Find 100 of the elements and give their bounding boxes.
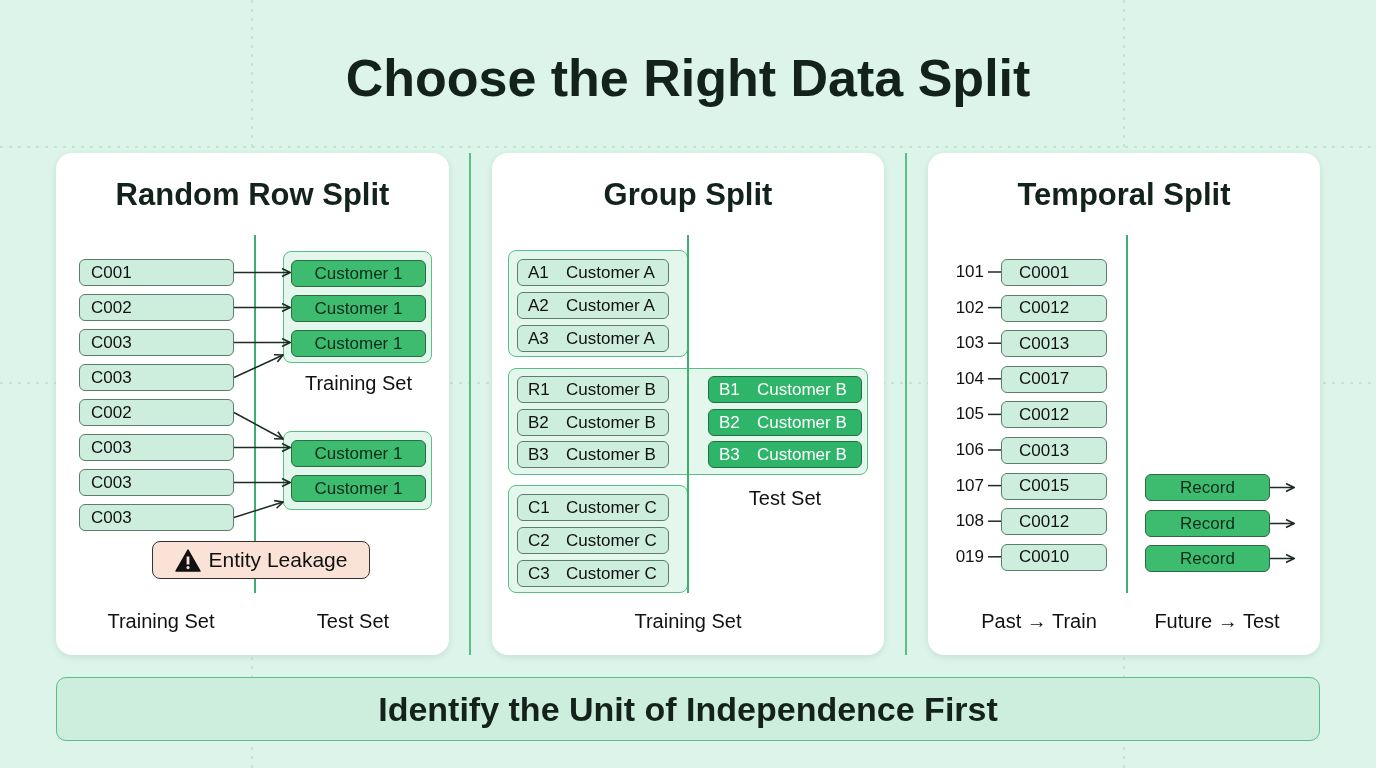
connector-line: [987, 449, 1002, 451]
record-row: C0013: [1001, 330, 1107, 358]
set-label: Test Set: [748, 486, 822, 510]
arrow: [233, 302, 291, 313]
record-row: [517, 259, 669, 286]
timestamp-label: 101: [940, 261, 988, 283]
record-id: B3: [528, 444, 550, 465]
record-id: R1: [528, 379, 551, 400]
record-id: A3: [528, 328, 550, 349]
timestamp-label: 102: [940, 296, 988, 319]
connector-line: [987, 271, 1002, 273]
connector-line: [987, 556, 1002, 558]
customer-name: Customer B: [757, 379, 847, 400]
record-id: C2: [528, 530, 551, 551]
customer-name: Customer C: [566, 530, 657, 551]
test-record-row: [708, 376, 862, 403]
set-label: Training Set: [107, 609, 215, 633]
customer-row: Customer 1: [291, 475, 426, 502]
record-row: [517, 325, 669, 352]
record-row: [517, 560, 669, 587]
record-row: [517, 409, 669, 436]
customer-row: Customer 1: [291, 440, 426, 467]
panel-heading: Random Row Split: [114, 177, 391, 213]
record-id: B2: [719, 412, 741, 433]
record-row: [517, 292, 669, 319]
customer-name: Customer A: [566, 262, 655, 283]
record-row: C0010: [1001, 543, 1107, 571]
record-row: [517, 441, 669, 468]
record-id: B1: [719, 379, 741, 400]
set-label: Past → Train: [981, 609, 1097, 633]
summary-banner: Identify the Unit of Independence First: [56, 677, 1320, 741]
customer-row: Customer 1: [291, 330, 426, 357]
timestamp-label: 108: [940, 510, 988, 533]
warning-badge: [152, 541, 370, 579]
arrow: [233, 477, 291, 488]
arrow: [1269, 553, 1295, 564]
arrow: [1269, 518, 1295, 529]
group-box: [508, 368, 868, 475]
arrow: [233, 353, 284, 379]
customer-row: Customer 1: [291, 295, 426, 322]
record-row: C003: [79, 434, 234, 461]
record-row: C0012: [1001, 294, 1107, 322]
timestamp-label: 019: [940, 545, 988, 568]
connector-line: [987, 306, 1002, 309]
group-box: [508, 485, 688, 593]
set-label: Test Set: [316, 609, 390, 633]
record-row: Record: [1145, 510, 1270, 537]
customer-row: Customer 1: [291, 260, 426, 287]
customer-name: Customer B: [566, 379, 656, 400]
customer-name: Customer B: [757, 412, 847, 433]
record-row: Record: [1145, 545, 1270, 572]
timestamp-label: 105: [940, 403, 988, 426]
record-row: Record: [1145, 474, 1270, 501]
customer-name: Customer B: [566, 412, 656, 433]
group-box: [283, 431, 432, 510]
warning-text: Entity Leakage: [208, 548, 348, 572]
connector-line: [987, 378, 1002, 380]
record-row: C003: [79, 364, 234, 391]
panel-card: [928, 153, 1320, 655]
timestamp-label: 107: [940, 474, 988, 497]
customer-name: Customer C: [566, 563, 657, 584]
group-caption: Training Set: [303, 372, 414, 395]
group-box: [508, 250, 688, 357]
record-row: C003: [79, 329, 234, 356]
record-id: B2: [528, 412, 550, 433]
arrow: [233, 267, 291, 278]
record-row: C003: [79, 469, 234, 496]
record-row: C002: [79, 294, 234, 321]
record-row: C0012: [1001, 401, 1107, 429]
test-record-row: [708, 441, 862, 468]
test-record-row: [708, 409, 862, 436]
timestamp-label: 104: [940, 367, 988, 390]
customer-name: Customer B: [566, 444, 656, 465]
set-label: Training Set: [634, 609, 742, 633]
panel-card: [56, 153, 449, 655]
record-row: C001: [79, 259, 234, 286]
panel-heading: Temporal Split: [1016, 177, 1232, 213]
arrow: [233, 411, 284, 440]
record-row: [517, 376, 669, 403]
arrow: [233, 337, 291, 348]
record-row: C003: [79, 504, 234, 531]
diagram-title: Choose the Right Data Split: [344, 48, 1032, 108]
record-row: C0001: [1001, 259, 1107, 286]
record-row: [517, 527, 669, 554]
customer-name: Customer C: [566, 497, 657, 518]
record-id: C3: [528, 563, 551, 584]
timestamp-label: 103: [940, 332, 988, 355]
record-id: A1: [528, 262, 550, 283]
record-id: C1: [528, 497, 551, 518]
connector-line: [987, 342, 1002, 344]
connector-line: [987, 520, 1002, 522]
record-id: A2: [528, 295, 550, 316]
customer-name: Customer A: [566, 295, 655, 316]
record-row: C002: [79, 399, 234, 426]
connector-line: [987, 484, 1002, 487]
record-row: C0012: [1001, 508, 1107, 536]
arrow: [233, 442, 291, 453]
record-row: C0013: [1001, 437, 1107, 464]
customer-name: Customer A: [566, 328, 655, 349]
record-row: [517, 494, 669, 521]
